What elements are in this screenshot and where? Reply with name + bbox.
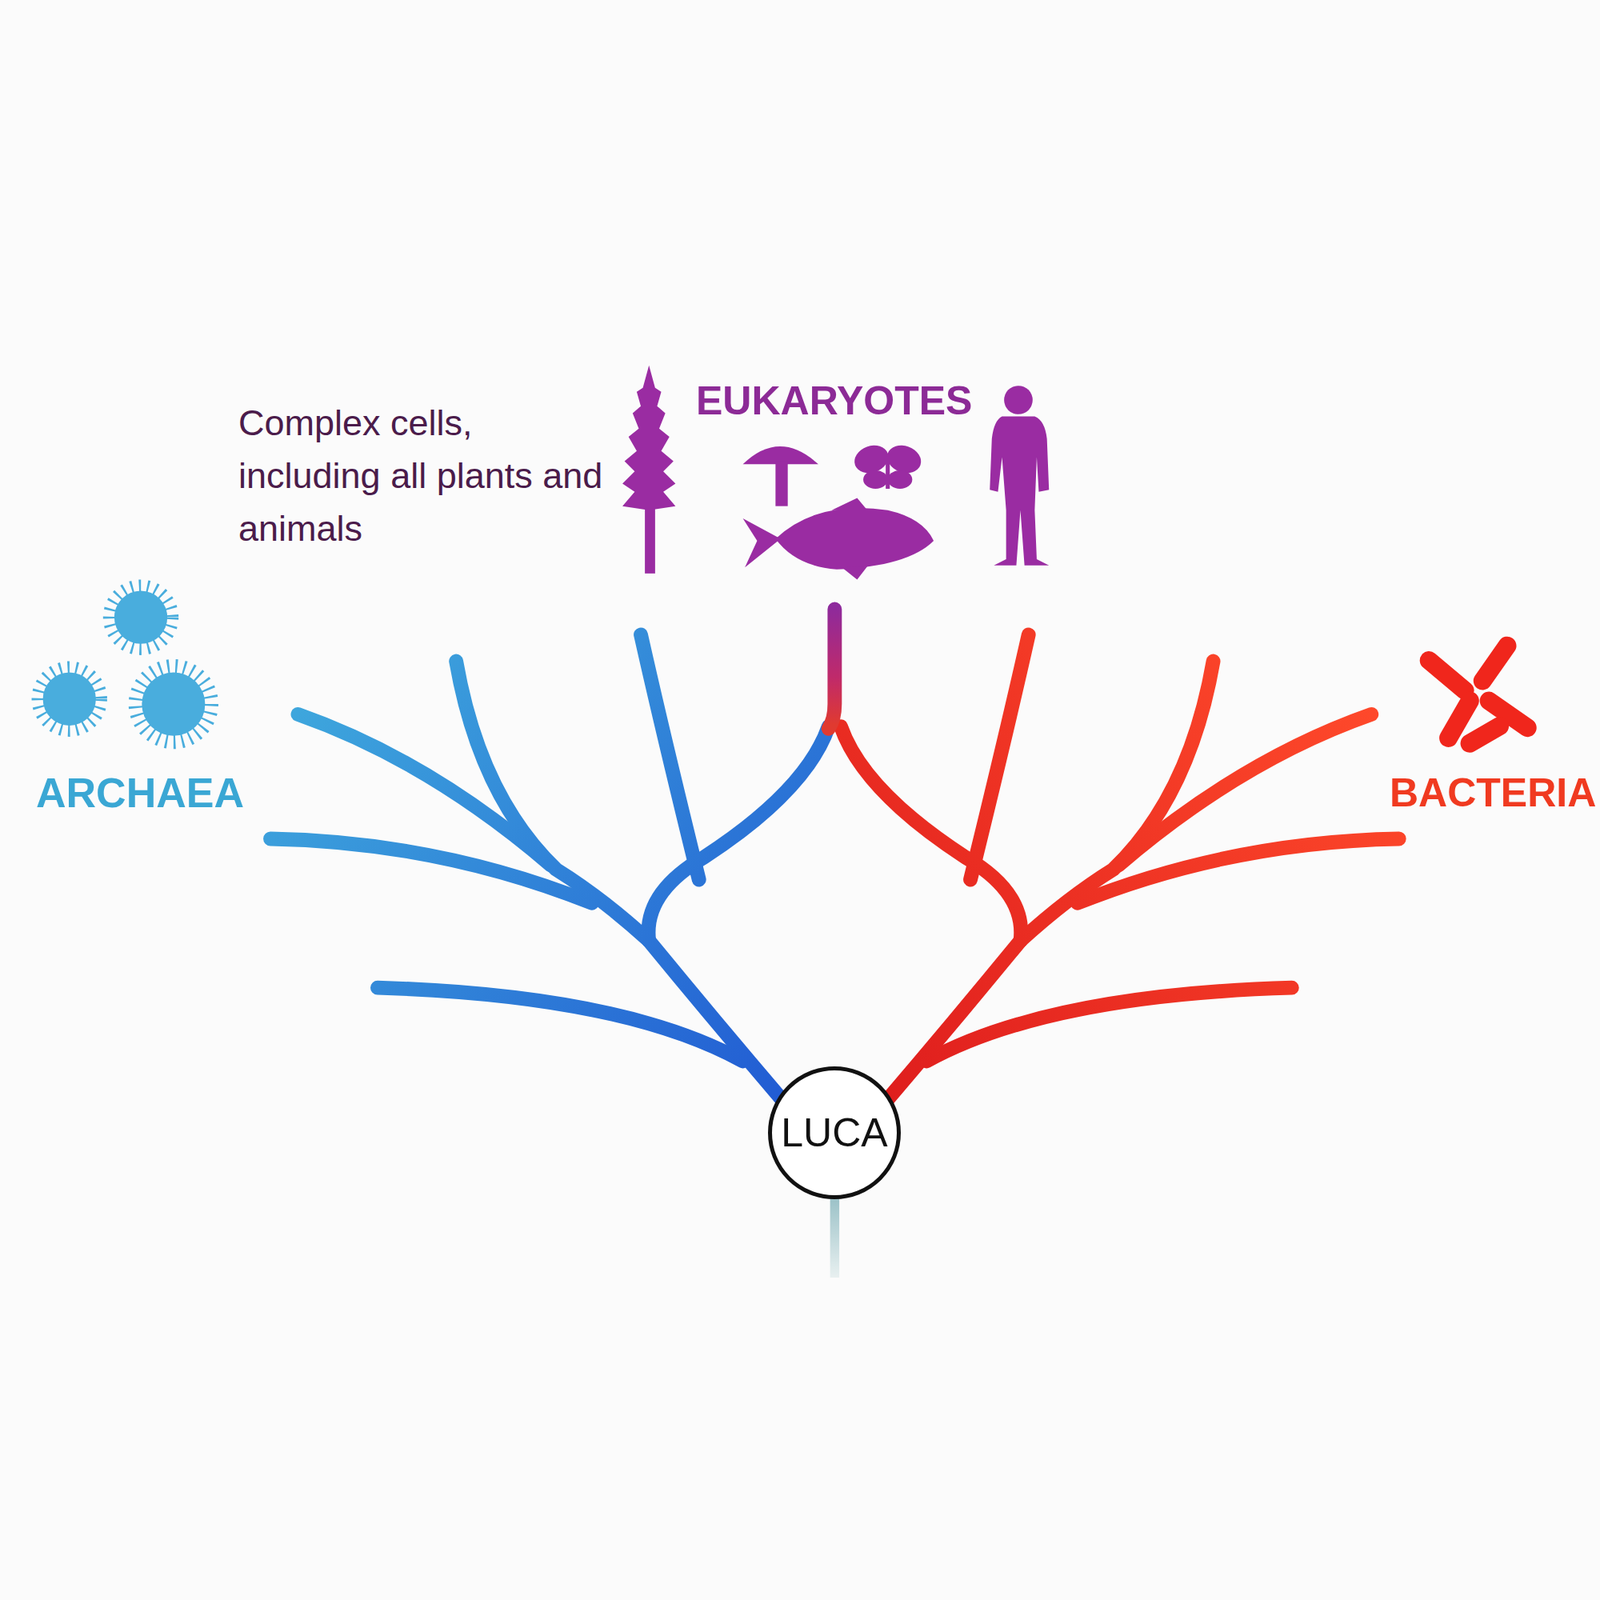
bacteria-icons	[1416, 632, 1540, 756]
domain-label: BACTERIA	[1389, 768, 1596, 818]
eukaryote-icons	[622, 365, 1049, 580]
node-text: LUCA	[780, 1109, 888, 1156]
archaea-icons	[37, 585, 212, 742]
root-stem	[830, 1193, 840, 1278]
archaea-branches	[270, 634, 829, 1104]
eukaryote-stem	[828, 608, 836, 728]
bacteria-branches	[840, 634, 1400, 1104]
domain-label: ARCHAEA	[36, 768, 244, 818]
group-note: Complex cells, including all plants and …	[238, 396, 615, 556]
root-circle: LUCA	[768, 1066, 901, 1200]
group-heading: EUKARYOTES	[696, 376, 972, 426]
